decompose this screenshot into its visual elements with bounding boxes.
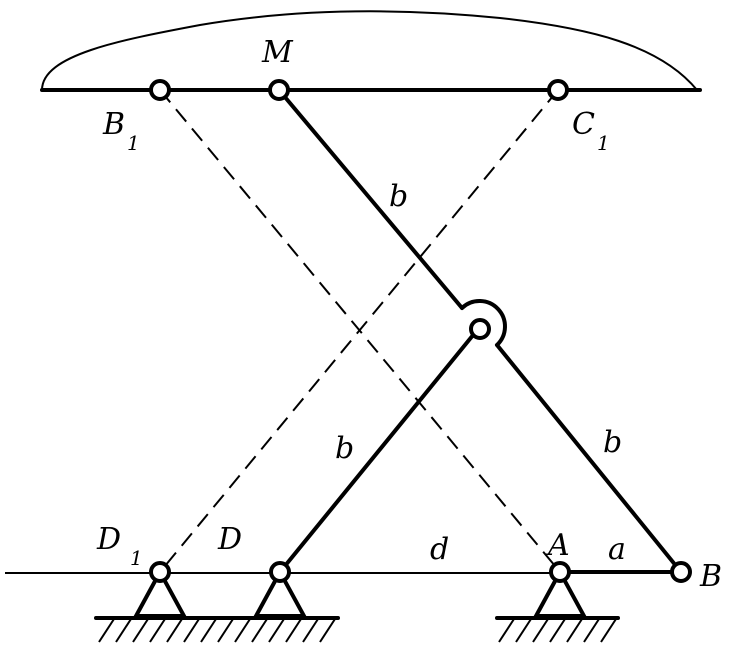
label-m: M bbox=[261, 35, 294, 70]
hatch-stroke bbox=[166, 618, 183, 643]
hatch-stroke bbox=[600, 618, 617, 643]
label-c1-subscript: 1 bbox=[597, 131, 610, 155]
hatch-stroke bbox=[217, 618, 234, 643]
joint-housing bbox=[460, 299, 507, 347]
hatch-stroke bbox=[583, 618, 600, 643]
label-d: D bbox=[217, 522, 242, 557]
hatch-stroke bbox=[302, 618, 319, 643]
link-m-upper bbox=[277, 88, 464, 310]
label-link-d: d bbox=[430, 532, 449, 567]
hatch-stroke bbox=[234, 618, 251, 643]
label-d1-subscript: 1 bbox=[130, 546, 143, 570]
label-link-b-upper: b bbox=[389, 179, 408, 214]
pin-c1 bbox=[547, 79, 569, 101]
hatch-stroke bbox=[532, 618, 549, 643]
label-link-b-left: b bbox=[335, 431, 354, 466]
hatch-stroke bbox=[200, 618, 217, 643]
hatch-stroke bbox=[251, 618, 268, 643]
label-a: A bbox=[545, 528, 570, 563]
label-c1: C bbox=[572, 107, 595, 142]
pin-b bbox=[670, 561, 692, 583]
hatch-stroke bbox=[132, 618, 149, 643]
hatch-stroke bbox=[515, 618, 532, 643]
pin-b1 bbox=[149, 79, 171, 101]
label-b1-subscript: 1 bbox=[127, 131, 140, 155]
hatch-stroke bbox=[268, 618, 285, 643]
hatch-stroke bbox=[149, 618, 166, 643]
pin-d bbox=[269, 561, 291, 583]
hatch-stroke bbox=[115, 618, 132, 643]
pin-m bbox=[268, 79, 290, 101]
label-link-a: a bbox=[608, 532, 626, 567]
link-d-joint bbox=[278, 327, 480, 574]
hatch-stroke bbox=[319, 618, 336, 643]
coupler-body-outline bbox=[41, 10, 698, 91]
pin-joint bbox=[469, 318, 491, 340]
label-d1: D bbox=[96, 522, 121, 557]
hatch-stroke bbox=[183, 618, 200, 643]
pin-a bbox=[549, 561, 571, 583]
ground-hatching-left bbox=[98, 618, 336, 643]
label-b: B bbox=[699, 559, 722, 594]
link-joint-b bbox=[495, 343, 683, 574]
hatch-stroke bbox=[498, 618, 515, 643]
dashed-link-c1-d1 bbox=[159, 89, 559, 573]
label-link-b-right: b bbox=[603, 425, 622, 460]
hatch-stroke bbox=[285, 618, 302, 643]
hatch-stroke bbox=[98, 618, 115, 643]
hatch-stroke bbox=[566, 618, 583, 643]
hatch-stroke bbox=[549, 618, 566, 643]
pin-d1 bbox=[149, 561, 171, 583]
ground-hatching-right bbox=[498, 618, 617, 643]
label-b1: B bbox=[102, 107, 125, 142]
